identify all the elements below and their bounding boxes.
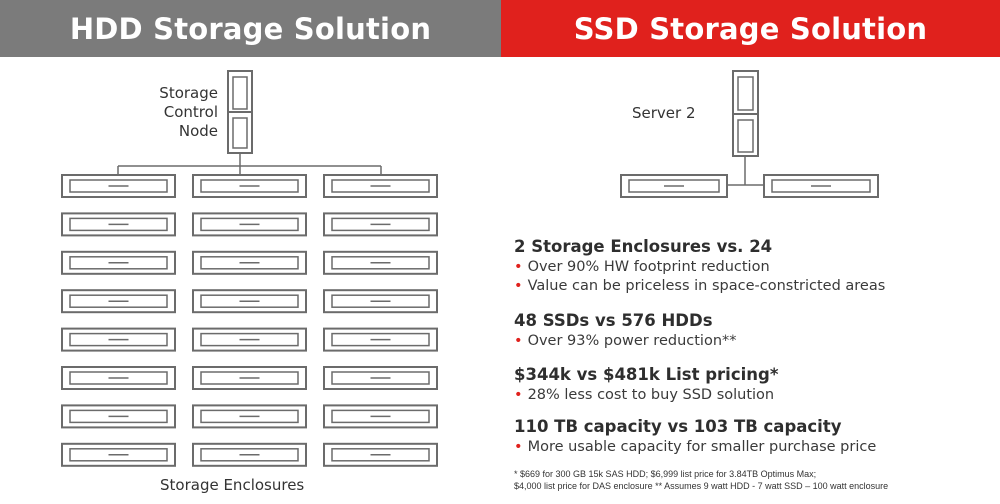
hdd-enclosure (323, 404, 438, 429)
node-label-line: Control (163, 103, 218, 121)
hdd-enclosure (61, 289, 176, 314)
hdd-enclosure (61, 366, 176, 390)
storage-control-node (227, 70, 253, 154)
ssd-header: SSD Storage Solution (501, 0, 1000, 57)
stat-title: 110 TB capacity vs 103 TB capacity (514, 417, 842, 436)
ssd-connectors (727, 156, 764, 186)
stat-bullet: •Value can be priceless in space-constri… (514, 278, 886, 294)
stat-bullet: •Over 90% HW footprint reduction (514, 259, 770, 275)
bullet-dot-icon: • (514, 333, 523, 349)
hdd-enclosure (192, 327, 307, 352)
stat-block-enclosures: 2 Storage Enclosures vs. 24 •Over 90% HW… (514, 236, 885, 296)
stat-bullet: •28% less cost to buy SSD solution (514, 387, 775, 403)
hdd-enclosure (192, 442, 307, 467)
stat-bullet: •Over 93% power reduction** (514, 333, 737, 349)
hdd-connectors (117, 153, 382, 175)
hdd-enclosure (61, 327, 176, 352)
hdd-enclosure (323, 366, 438, 390)
hdd-enclosure (192, 250, 307, 275)
stat-bullet: •More usable capacity for smaller purcha… (514, 439, 877, 455)
hdd-enclosure (61, 442, 176, 467)
hdd-enclosure (61, 212, 176, 237)
hdd-enclosure (323, 327, 438, 352)
hdd-enclosure (323, 289, 438, 314)
hdd-header: HDD Storage Solution (0, 0, 501, 57)
hdd-enclosure (192, 366, 307, 390)
bullet-dot-icon: • (514, 439, 523, 455)
stat-block-drives: 48 SSDs vs 576 HDDs •Over 93% power redu… (514, 310, 737, 351)
hdd-title: HDD Storage Solution (69, 11, 432, 46)
node-label-line: Storage (159, 84, 218, 102)
footnote-line: $4,000 list price for DAS enclosure ** A… (514, 481, 889, 491)
hdd-enclosure (61, 174, 176, 198)
storage-enclosures-label: Storage Enclosures (160, 476, 305, 494)
hdd-enclosure (323, 212, 438, 237)
stat-title: $344k vs $481k List pricing* (514, 365, 779, 384)
bullet-dot-icon: • (514, 387, 523, 403)
footnotes: * $669 for 300 GB 15k SAS HDD; $6,999 li… (514, 468, 994, 492)
node-label-line: Node (178, 122, 218, 140)
hdd-enclosure (192, 174, 307, 198)
ssd-enclosure-left (620, 174, 728, 198)
stat-block-pricing: $344k vs $481k List pricing* •28% less c… (514, 364, 778, 405)
storage-control-node-label: Storage Control Node (128, 84, 218, 141)
bullet-dot-icon: • (514, 259, 523, 275)
hdd-enclosure (323, 250, 438, 275)
hdd-enclosure (323, 442, 438, 467)
server-2-node (732, 70, 759, 157)
hdd-enclosure (192, 289, 307, 314)
ssd-enclosure-right (763, 174, 879, 198)
hdd-enclosure (61, 250, 176, 275)
stat-title: 48 SSDs vs 576 HDDs (514, 311, 713, 330)
stat-block-capacity: 110 TB capacity vs 103 TB capacity •More… (514, 416, 876, 457)
bullet-dot-icon: • (514, 278, 523, 294)
hdd-enclosure (323, 174, 438, 198)
ssd-title: SSD Storage Solution (573, 11, 928, 46)
hdd-enclosure-grid (61, 174, 438, 467)
server-2-label: Server 2 (632, 104, 696, 122)
hdd-enclosure (61, 404, 176, 429)
stat-title: 2 Storage Enclosures vs. 24 (514, 237, 773, 256)
footnote-line: * $669 for 300 GB 15k SAS HDD; $6,999 li… (514, 469, 817, 479)
hdd-enclosure (192, 212, 307, 237)
hdd-enclosure (192, 404, 307, 429)
